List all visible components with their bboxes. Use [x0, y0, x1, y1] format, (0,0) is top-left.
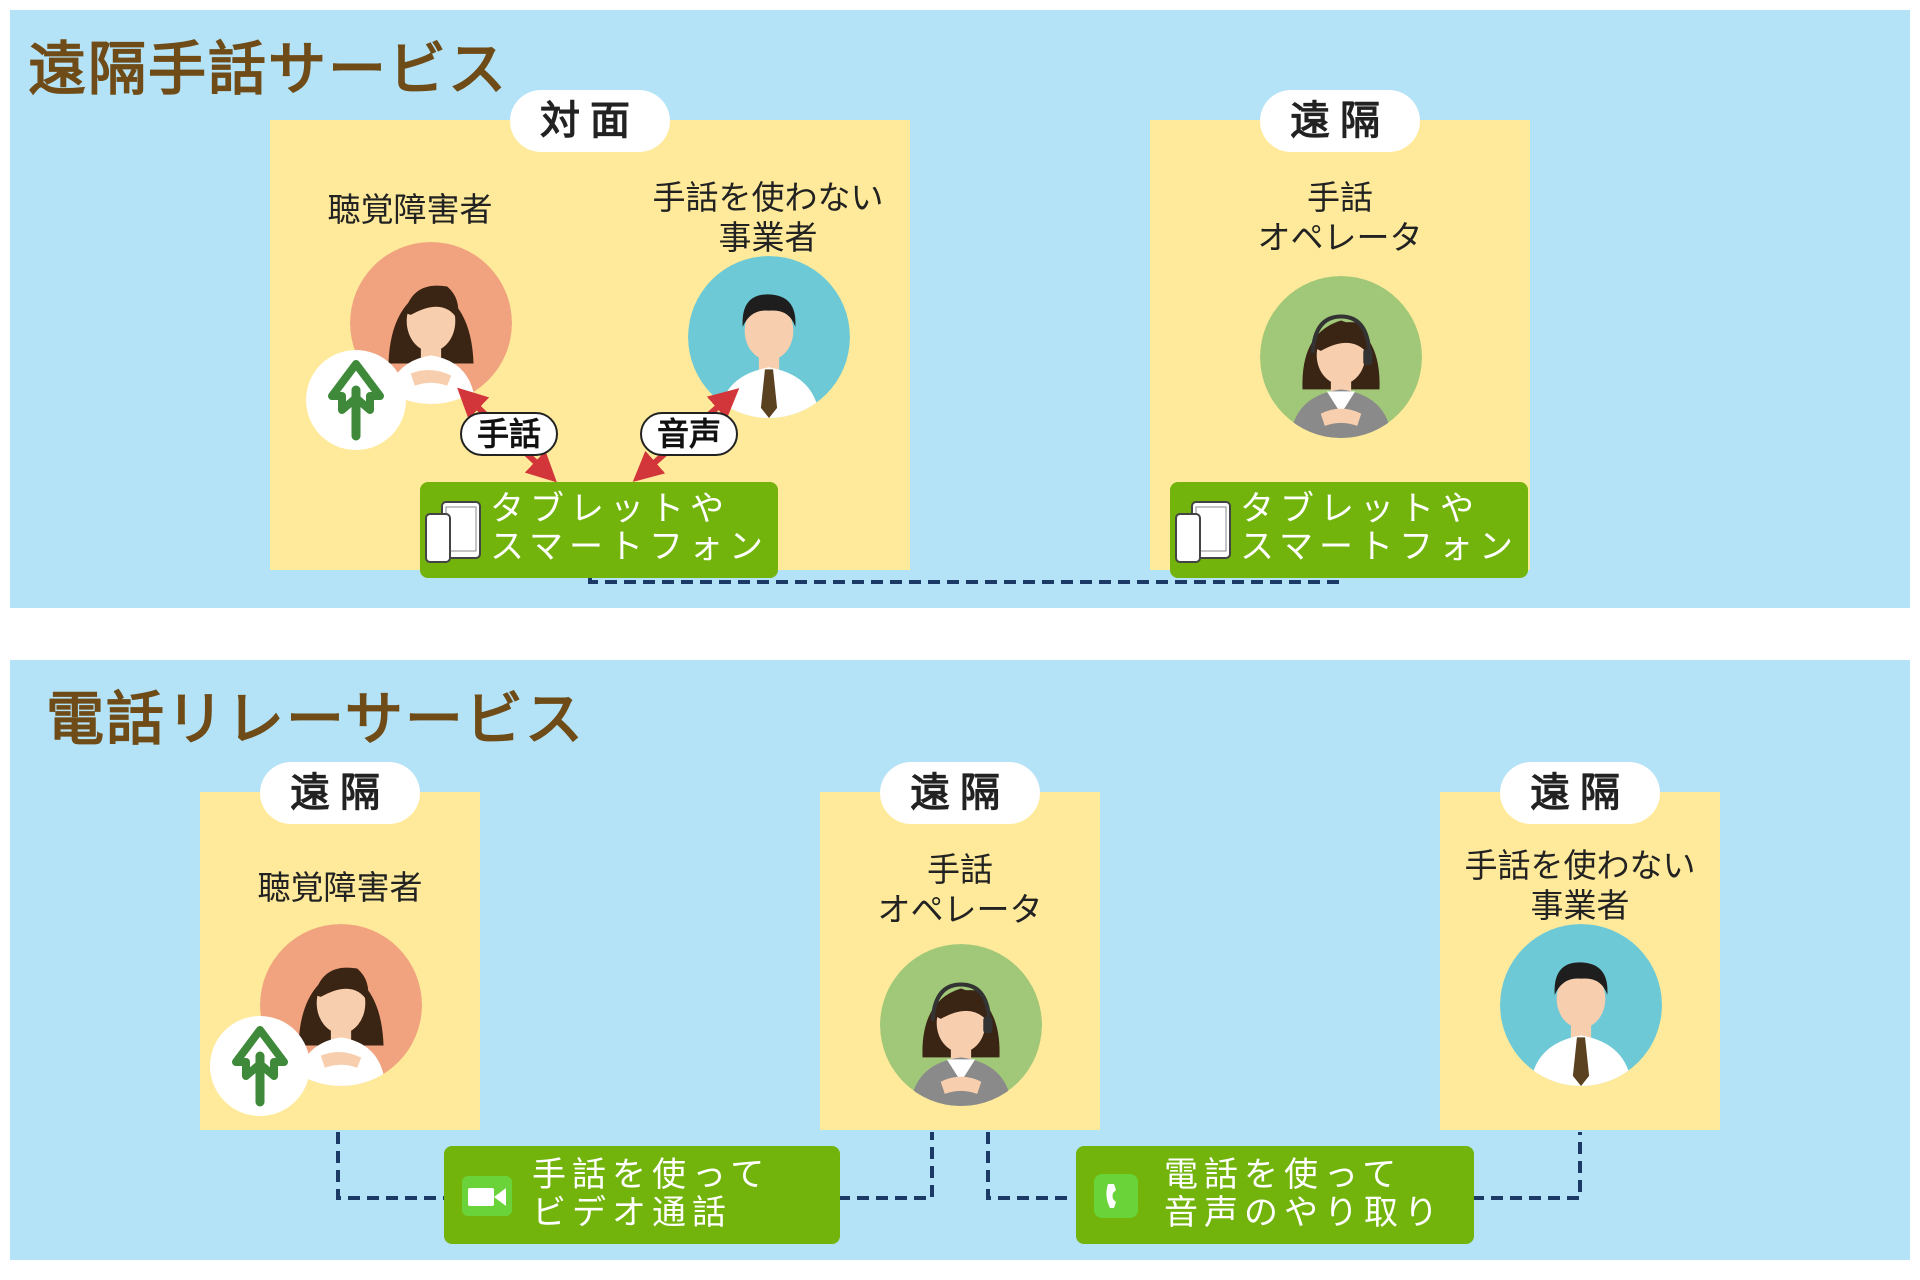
operator-icon [1260, 276, 1422, 438]
tablet-smartphone-icon [1174, 500, 1234, 564]
video-call-box: 手話を使って ビデオ通話 [444, 1146, 840, 1244]
business-avatar [1500, 924, 1662, 1086]
device-box-right: タブレットや スマートフォン [1170, 482, 1528, 578]
hearing-hand-symbol-icon [306, 350, 406, 450]
remote-label-1: 遠隔 [260, 762, 420, 824]
remote-sign-language-panel: 遠隔手話サービス 対面 聴覚障害者 手話を使わない 事業者 [10, 10, 1910, 608]
phone-handset-icon [1094, 1174, 1138, 1218]
section-title-remote-sign: 遠隔手話サービス [28, 35, 509, 103]
hearing-hand-symbol-icon [210, 1016, 310, 1116]
hearing-impaired-label: 聴覚障害者 [257, 868, 423, 907]
voice-call-box: 電話を使って 音声のやり取り [1076, 1146, 1474, 1244]
remote-label: 遠隔 [1260, 90, 1420, 152]
operator-label: 手話 オペレータ [877, 850, 1043, 929]
dotted-connector-right [1472, 1132, 1582, 1200]
hearing-impaired-label: 聴覚障害者 [327, 190, 493, 229]
voice-badge: 音声 [640, 412, 738, 456]
video-camera-icon [462, 1176, 512, 1216]
business-label: 手話を使わない 事業者 [652, 178, 884, 257]
remote-label-2: 遠隔 [880, 762, 1040, 824]
panel1-connectors [457, 387, 1344, 584]
section-title-telephone-relay: 電話リレーサービス [46, 685, 585, 753]
dotted-connector-mid-right [986, 1132, 1074, 1200]
man-icon [1500, 924, 1662, 1086]
telephone-relay-panel: 電話リレーサービス 遠隔 聴覚障害者 遠隔 手話 オペレータ [10, 660, 1910, 1260]
man-icon [688, 256, 850, 418]
dotted-connector [588, 578, 1344, 584]
operator-avatar [880, 944, 1042, 1106]
operator-icon [880, 944, 1042, 1106]
panel2-connectors [336, 1132, 1582, 1200]
operator-label: 手話 オペレータ [1257, 178, 1423, 257]
remote-label-3: 遠隔 [1500, 762, 1660, 824]
business-avatar [688, 256, 850, 418]
operator-avatar [1260, 276, 1422, 438]
tablet-smartphone-icon [424, 500, 484, 564]
dotted-connector-mid-left [838, 1132, 934, 1200]
dotted-connector-left [336, 1132, 446, 1200]
business-label: 手話を使わない 事業者 [1464, 846, 1696, 925]
in-person-label: 対面 [510, 90, 670, 152]
sign-language-badge: 手話 [460, 412, 558, 456]
device-box-left: タブレットや スマートフォン [420, 482, 778, 578]
